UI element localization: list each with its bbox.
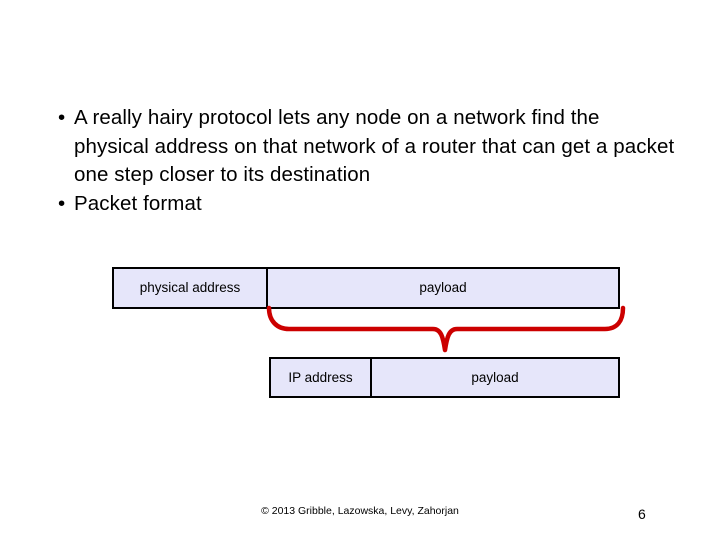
ip-address-field: IP address bbox=[271, 359, 372, 396]
bullet-list: • A really hairy protocol lets any node … bbox=[44, 104, 676, 218]
red-curly-brace-icon bbox=[266, 305, 626, 353]
inner-payload-field: payload bbox=[372, 359, 618, 396]
copyright-credit: © 2013 Gribble, Lazowska, Levy, Zahorjan bbox=[261, 505, 459, 517]
page-number: 6 bbox=[638, 506, 646, 522]
list-item: • Packet format bbox=[44, 190, 676, 219]
outer-payload-field: payload bbox=[268, 269, 618, 307]
outer-packet-frame: physical address payload bbox=[112, 267, 620, 309]
physical-address-field: physical address bbox=[114, 269, 268, 307]
bullet-point-icon: • bbox=[58, 106, 66, 129]
bullet-point-icon: • bbox=[58, 191, 66, 215]
inner-packet-frame: IP address payload bbox=[269, 357, 620, 398]
bullet-item-text: A really hairy protocol lets any node on… bbox=[74, 106, 681, 186]
list-item: • A really hairy protocol lets any node … bbox=[44, 104, 676, 190]
bullet-item-text: Packet format bbox=[74, 191, 202, 215]
